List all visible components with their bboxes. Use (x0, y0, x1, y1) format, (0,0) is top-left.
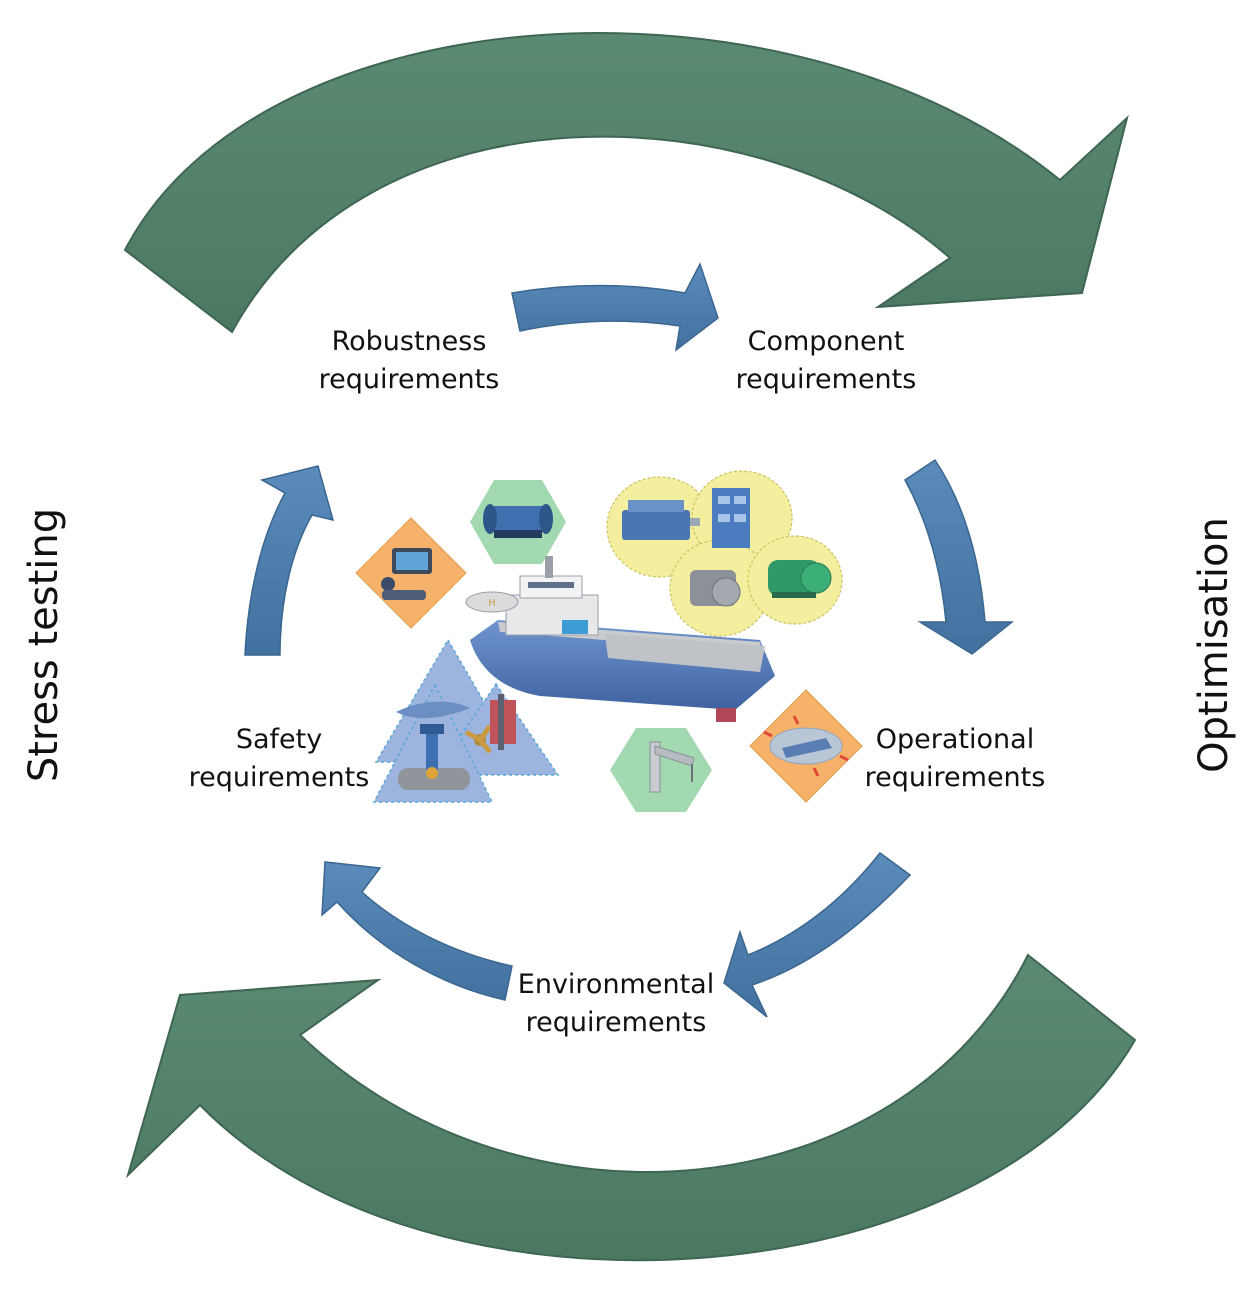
robustness-line2: requirements (318, 364, 500, 395)
rudder-icon (490, 694, 516, 750)
generator-icon (690, 570, 741, 607)
propeller-icon (464, 724, 493, 754)
engine-components-cluster (606, 470, 843, 637)
robustness-to-component-arrow (511, 262, 719, 352)
operational-to-environmental-arrow (723, 851, 912, 1018)
control-console-icon (355, 517, 467, 629)
crane-icon (610, 728, 712, 812)
optimisation-arc-arrow (123, 32, 1129, 334)
operational-requirements-label: Operational requirements (860, 721, 1050, 797)
environmental-line1: Environmental (517, 969, 715, 1000)
safety-line2: requirements (188, 762, 370, 793)
robustness-line1: Robustness (331, 326, 487, 357)
ship-icon: H (465, 556, 775, 722)
electric-motor-icon (768, 560, 832, 598)
winch-icon (470, 480, 566, 564)
svg-text:H: H (488, 598, 496, 609)
environmental-requirements-label: Environmental requirements (512, 966, 720, 1042)
component-to-operational-arrow (904, 458, 1015, 655)
stress-testing-label: Stress testing (21, 507, 67, 783)
switchboard-icon (712, 488, 750, 548)
robustness-requirements-label: Robustness requirements (315, 323, 503, 399)
component-line2: requirements (735, 364, 917, 395)
component-line1: Component (747, 326, 905, 357)
dynamic-positioning-icon (749, 689, 863, 803)
engine-icon (622, 500, 700, 540)
optimisation-label: Optimisation (1191, 517, 1237, 773)
safety-line1: Safety (235, 724, 323, 755)
safety-to-robustness-arrow (244, 465, 335, 656)
operational-line1: Operational (875, 724, 1035, 755)
environmental-to-safety-arrow (321, 861, 513, 1001)
safety-triangles-cluster (372, 638, 560, 803)
environmental-line2: requirements (525, 1007, 707, 1038)
hull-icon (396, 701, 470, 719)
safety-requirements-label: Safety requirements (184, 721, 374, 797)
stress-testing-arc-arrow (125, 953, 1137, 1262)
operational-line2: requirements (864, 762, 1046, 793)
component-requirements-label: Component requirements (732, 323, 920, 399)
valve-pipe-icon (398, 724, 470, 790)
